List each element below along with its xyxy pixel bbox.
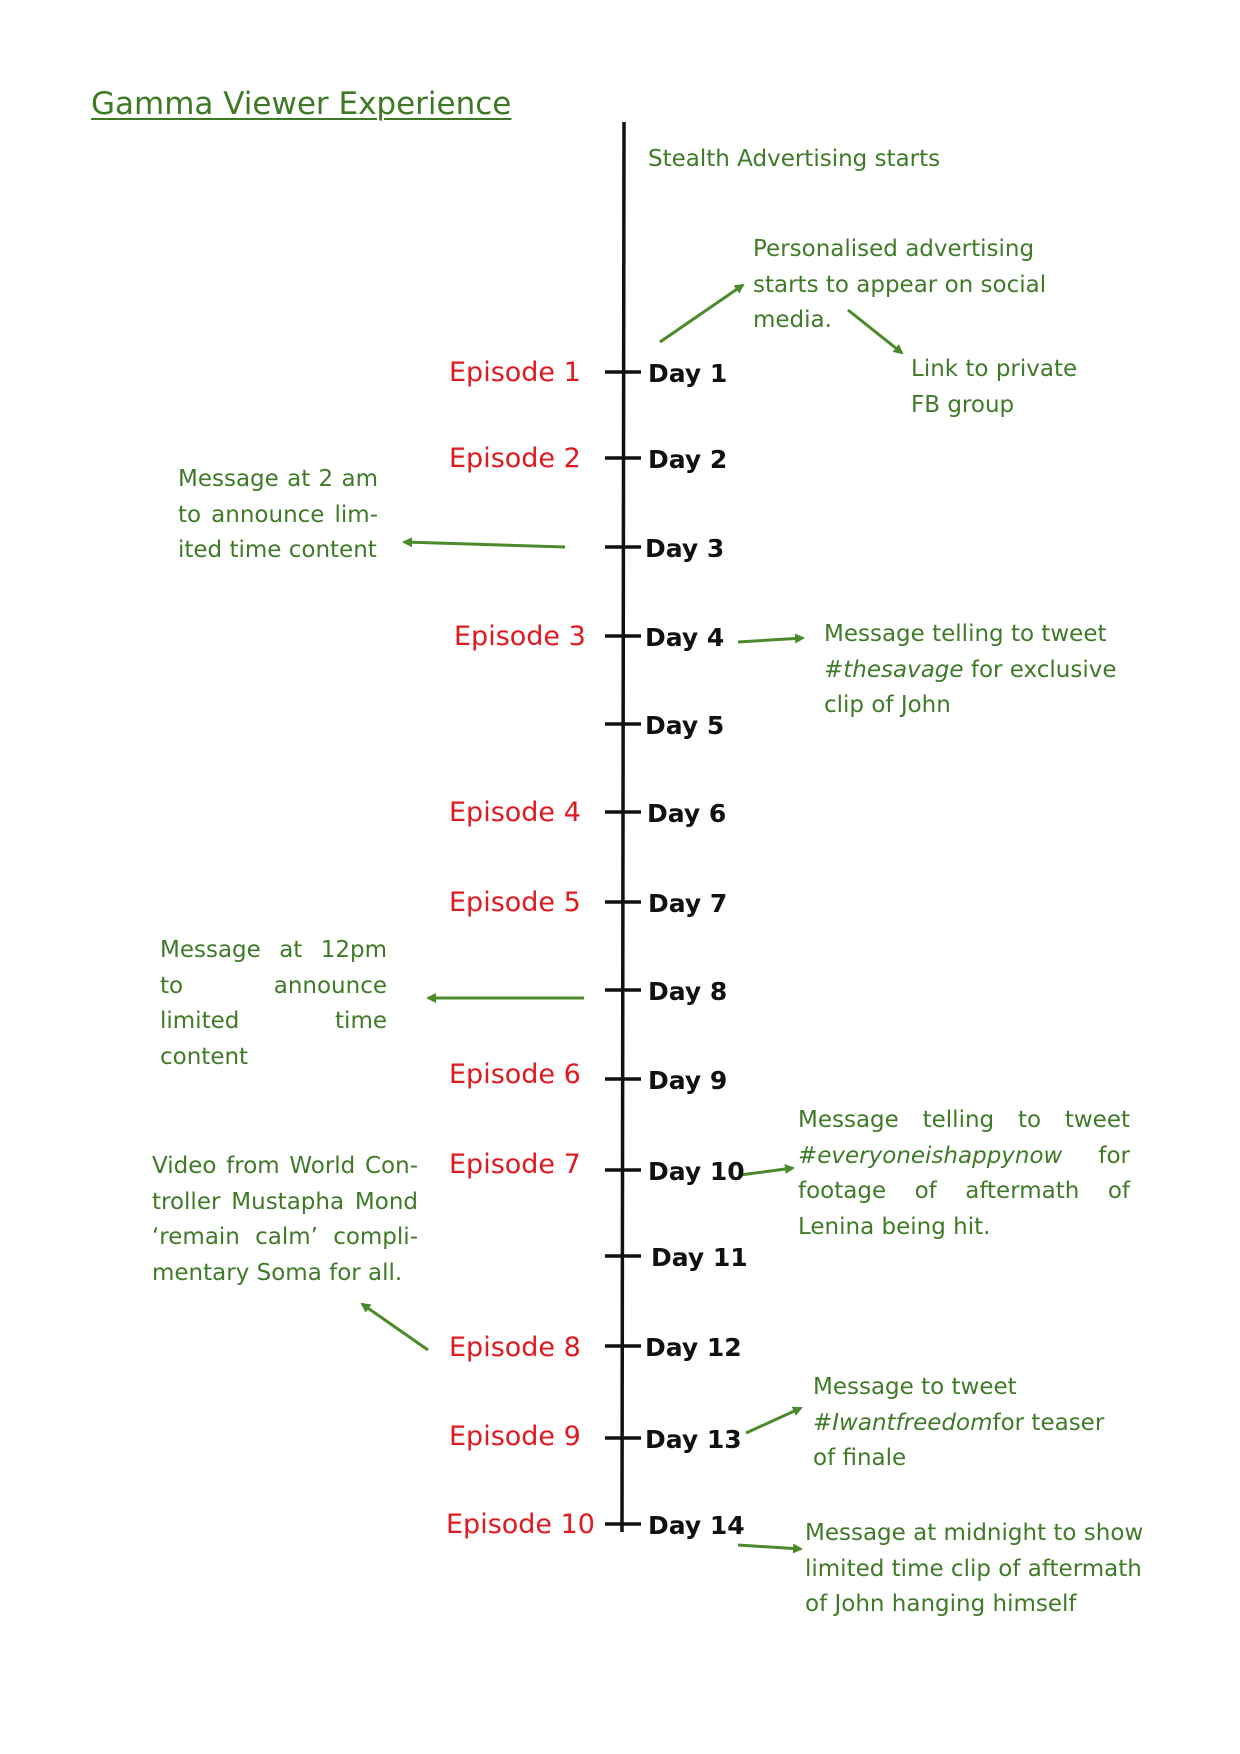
arrow-to-fb-group — [847, 308, 904, 355]
note-msg-2am: Message at 2 am to announce lim-ited tim… — [178, 466, 378, 563]
episode-label: Episode 9 — [449, 1421, 581, 1452]
day-label: Day 2 — [648, 445, 728, 474]
day-label: Day 8 — [648, 977, 728, 1006]
note-fb-group: Link to private FB group — [911, 356, 1078, 418]
episode-label: Episode 2 — [449, 443, 581, 474]
day-label: Day 7 — [648, 889, 728, 918]
arrow-to-midnight — [737, 1543, 803, 1554]
day-label: Day 11 — [651, 1243, 748, 1272]
note-midnight-clip: Message at midnight to show limited time… — [805, 1520, 1144, 1617]
timeline-axis — [620, 121, 626, 1533]
day-label: Day 14 — [648, 1511, 745, 1540]
episode-label: Episode 1 — [449, 357, 581, 388]
episode-label: Episode 5 — [449, 887, 581, 918]
episode-label: Episode 7 — [449, 1149, 581, 1180]
page-title: Gamma Viewer Experience — [91, 86, 512, 122]
day-label: Day 4 — [645, 623, 725, 652]
timeline-ticks — [605, 370, 641, 1526]
day-label: Day 9 — [648, 1066, 728, 1095]
arrow-to-tweet-happy — [739, 1164, 795, 1177]
day-label: Day 10 — [648, 1157, 745, 1186]
note-tweet-thesavage: Message telling to tweet #thesavage for … — [824, 621, 1117, 718]
note-stealth-advertising: Stealth Advertising starts — [648, 146, 941, 172]
arrow-to-personalised — [659, 283, 745, 344]
day-label: Day 6 — [647, 799, 727, 828]
episode-label: Episode 4 — [449, 797, 581, 828]
episode-label: Episode 6 — [449, 1059, 581, 1090]
arrow-to-msg-2am — [402, 537, 566, 549]
note-mond-video: Video from World Con-troller Mustapha Mo… — [152, 1153, 418, 1286]
note-personalised-advertising: Personalised advertising starts to appea… — [753, 236, 1047, 333]
episode-label: Episode 10 — [446, 1509, 595, 1540]
day-label: Day 12 — [645, 1333, 742, 1362]
note-tweet-iwantfreedom: Message to tweet #Iwantfreedomfor teaser… — [813, 1374, 1105, 1471]
day-label: Day 1 — [648, 359, 728, 388]
arrow-to-tweet-savage — [737, 633, 805, 644]
note-tweet-everyoneishappynow: Message telling to tweet #everyoneishapp… — [798, 1107, 1130, 1240]
note-msg-12pm: Message at 12pm to announce limited time… — [160, 937, 387, 1070]
episode-label: Episode 8 — [449, 1332, 581, 1363]
arrow-to-mond-video — [360, 1302, 429, 1352]
day-label: Day 5 — [645, 711, 725, 740]
day-label: Day 3 — [645, 534, 725, 563]
arrow-to-tweet-freedom — [745, 1406, 803, 1435]
episode-label: Episode 3 — [454, 621, 586, 652]
day-label: Day 13 — [645, 1425, 742, 1454]
